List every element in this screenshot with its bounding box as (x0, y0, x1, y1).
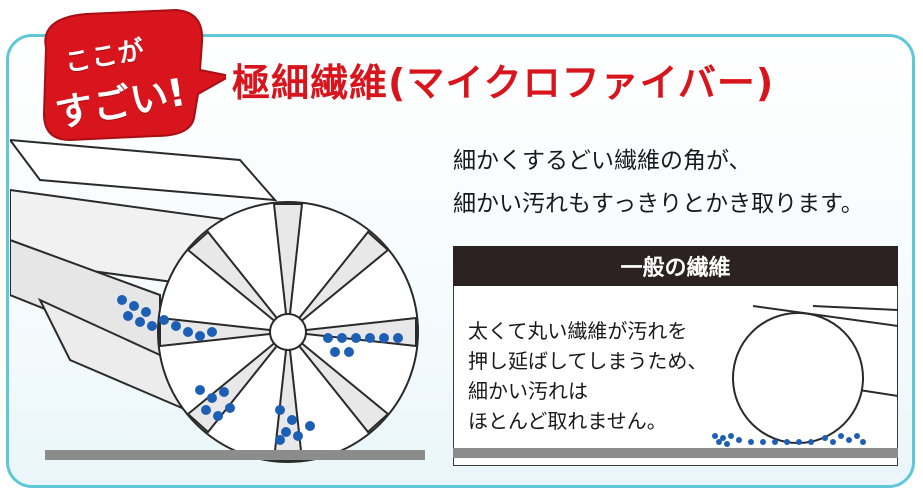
general-fiber-line-4: ほとんど取れません。 (468, 409, 667, 433)
ground-surface (453, 448, 898, 458)
microfiber-illustration (10, 138, 425, 463)
dirt-particles (712, 433, 866, 447)
round-fiber-illustration (453, 305, 898, 458)
fiber-strand (10, 138, 278, 202)
round-fiber-cross-section (732, 312, 864, 444)
headline-title: 極細繊維(マイクロファイバー) (232, 61, 775, 105)
description-line-1: 細かくするどい繊維の角が、 (453, 148, 752, 174)
general-fiber-line-1: 太くて丸い繊維が汚れを (468, 319, 688, 343)
ground-surface (45, 450, 425, 460)
dirt-particles (117, 295, 403, 445)
general-fiber-line-2: 押し延ばしてしまうため、 (468, 349, 708, 373)
description: 細かくするどい繊維の角が、 細かい汚れもすっきりとかき取ります。 (453, 140, 864, 226)
general-fiber-line-3: 細かい汚れは (468, 379, 588, 403)
general-fiber-header: 一般の繊維 (453, 246, 898, 286)
description-line-2: 細かい汚れもすっきりとかき取ります。 (453, 191, 864, 217)
fiber-cross-section-wedges (159, 203, 417, 461)
general-fiber-text: 太くて丸い繊維が汚れを 押し延ばしてしまうため、 細かい汚れは ほとんど取れませ… (468, 316, 707, 436)
